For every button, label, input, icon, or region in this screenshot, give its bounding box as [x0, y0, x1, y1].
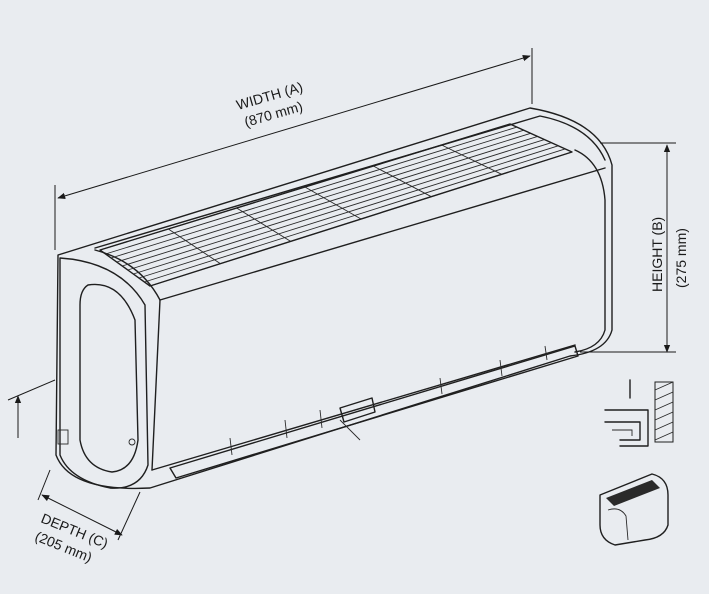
height-label: HEIGHT (B)	[649, 217, 665, 292]
height-dimension	[580, 142, 676, 353]
end-cap-button	[57, 429, 69, 445]
grille-rib	[168, 228, 221, 265]
left-end-cap	[57, 257, 149, 489]
grille-rib	[236, 207, 291, 242]
height-value: (275 mm)	[673, 228, 689, 288]
grille-rib	[373, 165, 432, 198]
small-unit-icon	[599, 473, 669, 546]
bottom-louver	[169, 345, 579, 479]
grille-rib	[441, 144, 502, 175]
top-grille	[99, 123, 573, 287]
wall-mount-detail	[604, 379, 674, 447]
indoor-unit-body	[55, 107, 613, 490]
width-dimension	[54, 48, 533, 250]
left-pointer-arrow	[7, 379, 56, 438]
grille-rib	[304, 186, 362, 220]
depth-dimension	[37, 469, 141, 541]
